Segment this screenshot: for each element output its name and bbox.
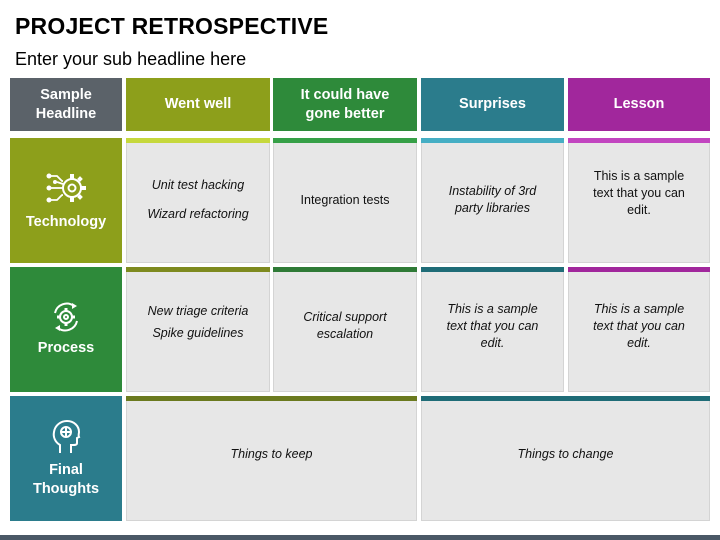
- cell-accent-bar: [568, 267, 710, 272]
- cell-text-line: Things to keep: [230, 446, 313, 461]
- cell-text-line: Wizard refactoring: [147, 207, 249, 221]
- cell-text-line: This is a sample text that you can edit.: [593, 301, 685, 350]
- cell-technology-could-be-better: Integration tests: [273, 138, 417, 263]
- page-title: PROJECT RETROSPECTIVE: [15, 13, 329, 39]
- header-lesson: Lesson: [568, 78, 710, 131]
- cell-text-line: Spike guidelines: [152, 325, 244, 340]
- row-label-final-thoughts: Final Thoughts: [10, 396, 122, 521]
- cell-things-to-keep: Things to keep: [126, 396, 417, 521]
- header-went-well-label: Went well: [164, 96, 232, 112]
- header-could-be-better: It could have gone better: [273, 78, 417, 131]
- cell-accent-bar: [126, 267, 270, 272]
- cell-accent-bar: [421, 138, 564, 143]
- row-label-technology-text: Technology: [25, 214, 107, 230]
- cell-accent-bar: [421, 396, 710, 401]
- header-corner: Sample Headline: [10, 78, 122, 131]
- row-label-technology: Technology: [10, 138, 122, 263]
- cell-technology-lesson: This is a sample text that you can edit.: [568, 138, 710, 263]
- cell-accent-bar: [421, 267, 564, 272]
- row-label-final-thoughts-text: Final Thoughts: [32, 461, 100, 497]
- cell-text-line: Instability of 3rd party libraries: [448, 184, 537, 215]
- header-surprises: Surprises: [421, 78, 564, 131]
- row-label-process-text: Process: [37, 340, 95, 356]
- cell-accent-bar: [126, 396, 417, 401]
- cell-accent-bar: [126, 138, 270, 143]
- cell-technology-surprises: Instability of 3rd party libraries: [421, 138, 564, 263]
- cell-text-line: Integration tests: [300, 192, 390, 207]
- cell-text-line: This is a sample text that you can edit.: [593, 168, 685, 217]
- header-surprises-label: Surprises: [459, 96, 526, 112]
- cell-text-line: This is a sample text that you can edit.: [446, 301, 539, 350]
- process-gears-icon: [54, 302, 78, 332]
- cell-technology-went-well: Unit test hacking Wizard refactoring: [126, 138, 270, 263]
- cell-process-could-be-better: Critical support escalation: [273, 267, 417, 392]
- cell-accent-bar: [273, 267, 417, 272]
- cell-text-line: Things to change: [517, 446, 614, 461]
- cell-accent-bar: [273, 138, 417, 143]
- cell-text-line: Unit test hacking: [151, 178, 245, 192]
- footer-bar: [0, 535, 720, 540]
- page-subtitle: Enter your sub headline here: [15, 49, 247, 69]
- cell-text-line: Critical support escalation: [303, 310, 387, 341]
- cell-accent-bar: [568, 138, 710, 143]
- cell-text-line: New triage criteria: [147, 303, 249, 318]
- cell-things-to-change: Things to change: [421, 396, 710, 521]
- head-brain-icon: [52, 419, 81, 453]
- header-went-well: Went well: [126, 78, 270, 131]
- header-lesson-label: Lesson: [613, 96, 665, 112]
- gear-circuit-icon: [46, 173, 86, 203]
- cell-process-lesson: This is a sample text that you can edit.: [568, 267, 710, 392]
- row-label-process: Process: [10, 267, 122, 392]
- cell-process-surprises: This is a sample text that you can edit.: [421, 267, 564, 392]
- cell-process-went-well: New triage criteria Spike guidelines: [126, 267, 270, 392]
- header-corner-label: Sample Headline: [35, 86, 97, 122]
- header-could-be-better-label: It could have gone better: [300, 86, 390, 122]
